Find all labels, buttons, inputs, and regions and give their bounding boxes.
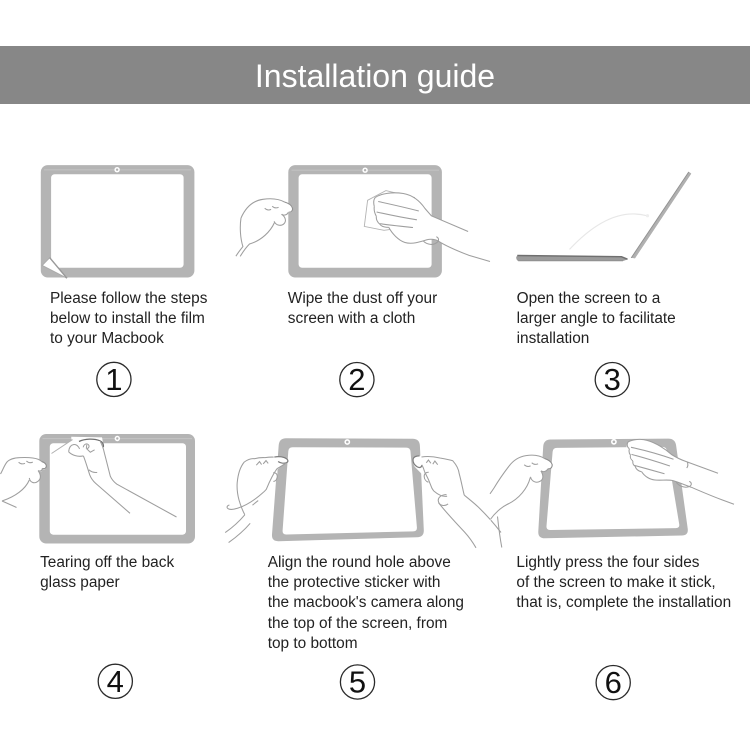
svg-text:3: 3 <box>604 362 621 397</box>
svg-text:2: 2 <box>348 362 365 397</box>
svg-text:5: 5 <box>349 665 366 700</box>
svg-text:4: 4 <box>107 664 124 699</box>
svg-text:1: 1 <box>105 362 122 397</box>
svg-text:6: 6 <box>605 665 622 700</box>
